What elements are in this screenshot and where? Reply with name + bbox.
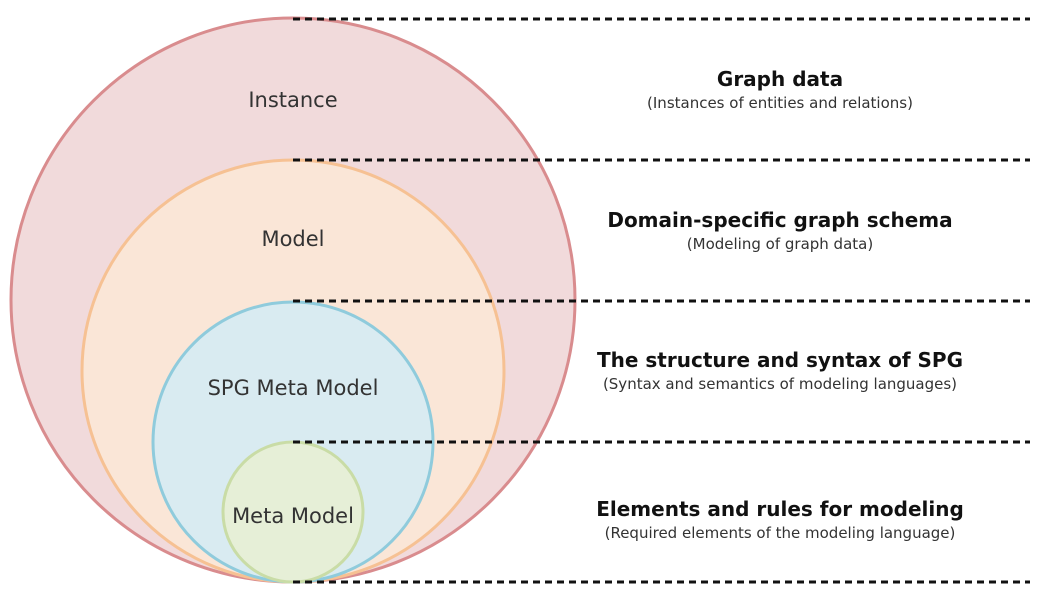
spg-meta-model-label: SPG Meta Model	[208, 376, 379, 400]
layer-description-graph-schema: Domain-specific graph schema (Modeling o…	[560, 207, 1000, 255]
layer-title: The structure and syntax of SPG	[596, 348, 963, 372]
layer-subtitle: (Syntax and semantics of modeling langua…	[602, 375, 958, 393]
layer-description-graph-data: Graph data (Instances of entities and re…	[560, 66, 1000, 114]
layer-subtitle: (Instances of entities and relations)	[647, 94, 913, 112]
layer-description-spg-structure: The structure and syntax of SPG (Syntax …	[560, 347, 1000, 395]
layer-title: Domain-specific graph schema	[607, 208, 953, 232]
layer-subtitle: (Modeling of graph data)	[686, 235, 874, 253]
instance-label: Instance	[248, 88, 337, 112]
meta-model-label: Meta Model	[232, 504, 354, 528]
model-label: Model	[261, 227, 324, 251]
layer-title: Graph data	[716, 67, 844, 91]
layer-description-modeling-rules: Elements and rules for modeling (Require…	[560, 496, 1000, 544]
layer-subtitle: (Required elements of the modeling langu…	[604, 524, 956, 542]
layer-title: Elements and rules for modeling	[596, 497, 964, 521]
